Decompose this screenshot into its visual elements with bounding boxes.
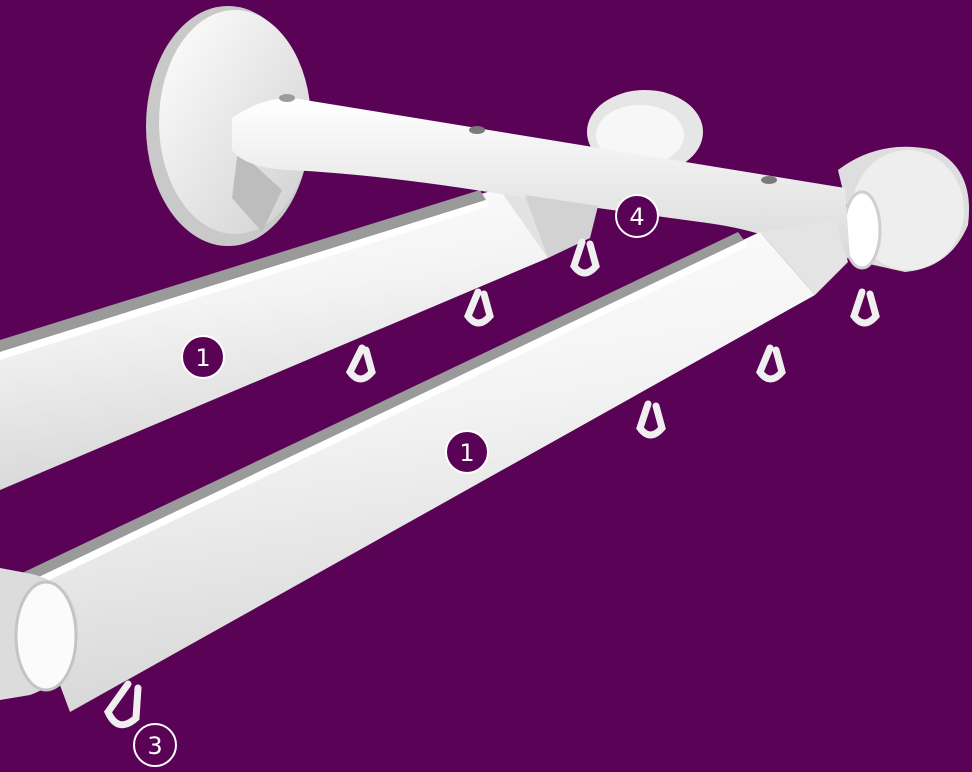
callout-rail-upper: 1 xyxy=(182,336,224,378)
callout-text: 1 xyxy=(459,439,474,467)
callout-text: 1 xyxy=(195,344,210,372)
callout-rail-lower: 1 xyxy=(446,431,488,473)
callout-bracket: 4 xyxy=(616,195,658,237)
callout-text: 4 xyxy=(629,203,644,231)
callout-text: 3 xyxy=(147,732,162,760)
